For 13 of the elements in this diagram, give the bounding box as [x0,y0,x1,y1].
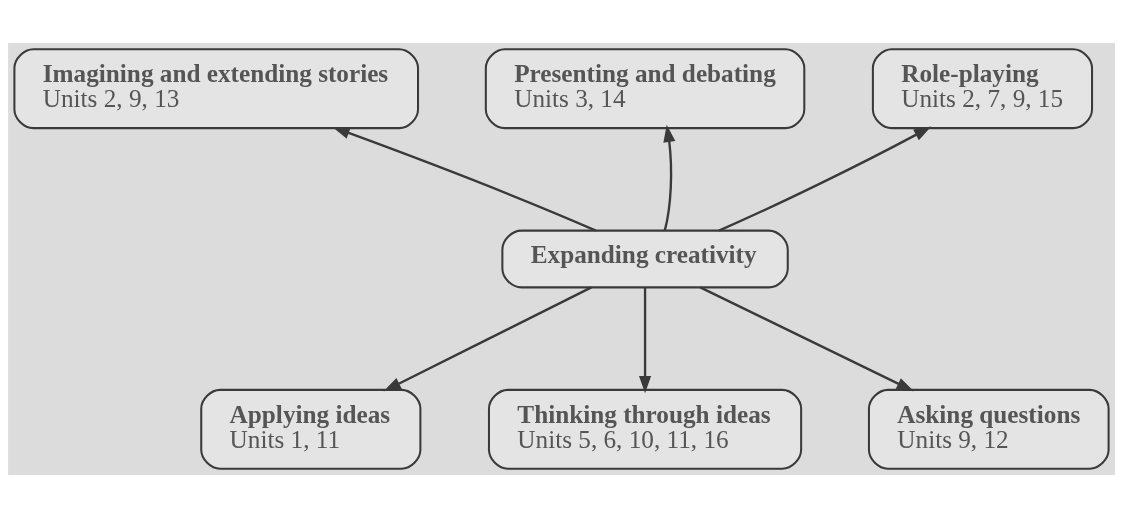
node-box: Applying ideas Units 1, 11 [200,388,422,470]
node-box: Expanding creativity [501,229,789,289]
arrow [383,286,592,392]
node-box: Asking questions Units 9, 12 [867,388,1110,470]
arrow [639,287,652,394]
arrow [699,286,914,392]
arrow [663,124,676,231]
node-box: Presenting and debating Units 3, 14 [484,48,806,130]
arrow [332,127,597,232]
node-box: Role-playing Units 2, 7, 9, 15 [871,48,1094,130]
arrow [718,126,932,232]
node-box: Imagining and extending stories Units 2, 9, 13 [13,48,420,130]
node-box: Thinking through ideas Units 5, 6, 10, 11, 16 [487,388,803,470]
